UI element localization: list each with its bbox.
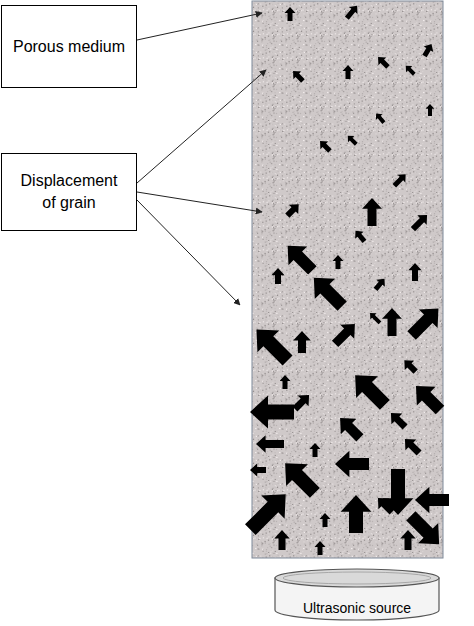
- grain-arrow: [373, 111, 387, 126]
- grain-arrow: [400, 356, 421, 377]
- grain-arrow: [408, 210, 431, 233]
- grain-arrow: [332, 410, 367, 445]
- grain-arrow: [367, 310, 383, 326]
- grain-arrow: [372, 492, 397, 517]
- callout-label: Displacement of grain: [2, 166, 136, 217]
- grain-arrow: [316, 137, 334, 155]
- grain-arrow: [374, 53, 392, 71]
- grain-arrow: [385, 407, 410, 432]
- grain-arrow: [256, 435, 284, 453]
- grain-arrow: [315, 541, 326, 555]
- grain-arrow: [344, 364, 395, 415]
- grain-arrow: [310, 443, 321, 457]
- grain-arrow: [390, 170, 409, 189]
- grain-arrow: [285, 7, 296, 21]
- grain-arrow: [280, 375, 291, 389]
- grain-arrow: [246, 319, 299, 372]
- leader-line: [137, 192, 262, 212]
- porous-column: [252, 1, 443, 558]
- callout-box: Porous medium: [1, 5, 137, 88]
- grain-arrow: [343, 2, 362, 21]
- ultrasonic-source: Ultrasonic source: [272, 566, 442, 622]
- grain-arrow: [351, 227, 368, 245]
- grain-arrow: [401, 506, 450, 555]
- grain-arrow: [271, 268, 284, 284]
- grain-arrow: [278, 236, 321, 279]
- grain-arrow: [250, 396, 294, 429]
- callout-box: Displacement of grain: [1, 153, 137, 231]
- grain-arrow: [345, 133, 360, 148]
- grain-arrow: [320, 513, 331, 527]
- grain-arrow: [304, 268, 353, 317]
- source-label: Ultrasonic source: [289, 599, 425, 618]
- leader-lines: [137, 13, 266, 305]
- grain-arrow: [402, 299, 448, 345]
- grain-displacement-arrows: [239, 2, 450, 555]
- grain-arrow: [362, 198, 382, 226]
- grain-arrow: [239, 483, 298, 542]
- grain-arrow: [274, 530, 289, 550]
- grain-arrow: [426, 104, 435, 116]
- callout-label: Porous medium: [3, 32, 135, 62]
- grain-arrow: [328, 317, 362, 351]
- leader-line: [137, 70, 266, 183]
- leader-line: [137, 200, 240, 305]
- grain-arrow: [341, 495, 372, 533]
- grain-arrow: [335, 451, 369, 477]
- grain-arrow: [371, 275, 388, 293]
- grain-arrow: [399, 433, 424, 458]
- grain-arrow: [408, 263, 421, 281]
- grain-arrow: [382, 308, 402, 336]
- grain-arrow: [415, 487, 449, 513]
- grain-arrow: [289, 67, 307, 85]
- grain-arrow: [293, 331, 311, 353]
- grain-arrow: [400, 530, 415, 550]
- grain-arrow: [403, 63, 418, 78]
- grain-arrow: [283, 200, 304, 221]
- grain-arrow: [407, 377, 450, 420]
- grain-arrow: [333, 255, 344, 269]
- leader-line: [137, 13, 262, 40]
- grain-arrow: [250, 463, 266, 476]
- grain-arrow: [343, 65, 354, 79]
- grain-arrow: [420, 41, 437, 59]
